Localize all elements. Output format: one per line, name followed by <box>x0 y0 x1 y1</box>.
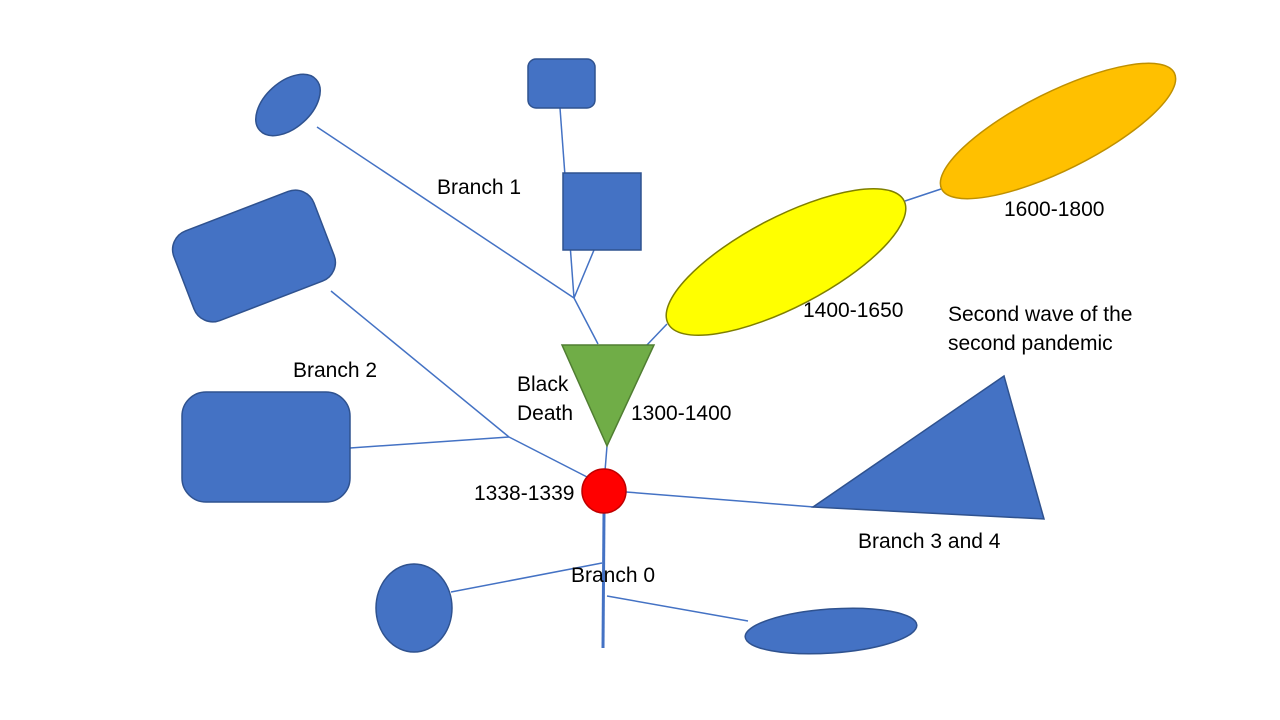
label-black-death: Black Death <box>517 373 574 425</box>
node-ellipse-bottom-right <box>744 607 918 655</box>
connector-branch1-ellipse <box>316 126 575 299</box>
node-large-rounded-rect <box>181 391 351 503</box>
label-branch1: Branch 1 <box>437 176 522 199</box>
label-branch3-and-4: Branch 3 and 4 <box>858 530 1001 553</box>
connector-branch3-4 <box>625 491 815 508</box>
node-small-rounded-rect <box>527 58 596 109</box>
label-origin-1338-1339: 1338-1339 <box>474 482 575 505</box>
node-rotated-rounded-rect <box>171 189 337 323</box>
connector-square <box>573 249 595 299</box>
connector-branch2-stem <box>508 436 592 480</box>
node-triangle-branch3-4 <box>810 374 1046 520</box>
node-green-triangle-black-death <box>560 344 656 448</box>
connector-branch2-lower <box>349 436 510 449</box>
node-ellipse-top-left <box>255 73 321 137</box>
node-orange-ellipse <box>939 62 1177 200</box>
node-yellow-ellipse <box>665 188 907 336</box>
connector-lines <box>316 107 942 649</box>
connector-branch0 <box>601 511 606 649</box>
label-branch0: Branch 0 <box>571 564 656 587</box>
label-range-1400-1650: 1400-1650 <box>803 299 904 322</box>
connector-yellow-orange <box>904 188 942 202</box>
label-range-1600-1800: 1600-1800 <box>1004 198 1105 221</box>
connector-branch0-right-ellipse <box>606 595 749 622</box>
connector-branch2-upper <box>330 290 510 438</box>
connector-branch0-left-ellipse <box>450 562 603 593</box>
connector-triangle-circle <box>604 445 608 472</box>
node-ellipse-bottom-left <box>375 563 453 653</box>
connector-yellow-triangle <box>645 323 668 347</box>
node-square <box>562 172 642 251</box>
label-range-1300-1400: 1300-1400 <box>631 402 732 425</box>
label-branch2: Branch 2 <box>293 359 378 382</box>
node-red-circle-origin <box>581 468 627 514</box>
label-second-wave: Second wave of the second pandemic <box>948 303 1133 355</box>
connector-branch1-stem <box>573 297 599 345</box>
